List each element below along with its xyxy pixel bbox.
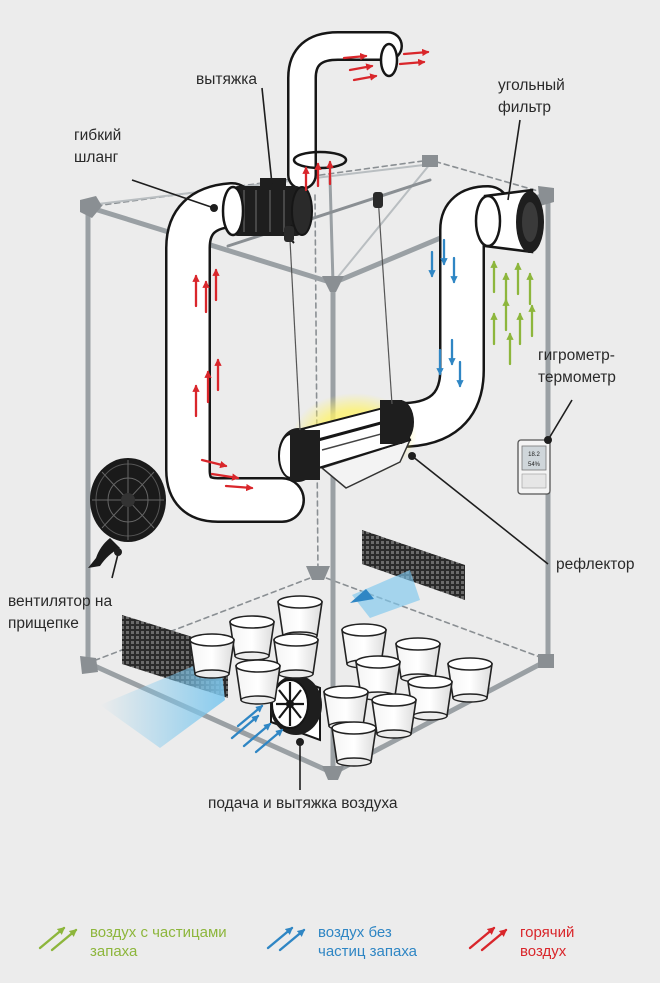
plant-pot [235, 659, 281, 705]
red-arrows-icon [468, 926, 508, 952]
callout-lines [111, 87, 573, 790]
plant-pot [277, 595, 323, 641]
plant-pot [273, 633, 319, 679]
intake-fan [270, 668, 322, 742]
legend-item-odor-air: воздух с частицами запаха [38, 924, 227, 960]
hot-air-arrow [200, 458, 228, 469]
legend-text-odor-line2: запаха [90, 943, 138, 960]
legend-text-clean-line1: воздух без [318, 924, 392, 941]
label-reflector: рефлектор [556, 556, 634, 573]
hygrometer-device: 18.2 54% [517, 439, 551, 495]
legend-item-hot-air: горячий воздух [468, 924, 574, 960]
tent-frame [80, 155, 554, 780]
plant-pot [447, 657, 493, 703]
label-clip-fan-line2: прищепке [8, 615, 79, 632]
plant-pot [229, 615, 275, 661]
legend-text-hot-line2: воздух [520, 943, 567, 960]
label-hygrometer-line2: термометр [538, 369, 616, 386]
carbon-filter [474, 188, 544, 254]
clean-air-arrow [242, 722, 272, 748]
clean-air-arrow [254, 728, 284, 754]
plant-pot [331, 721, 377, 767]
hot-air-arrow [348, 63, 374, 72]
clip-fan [88, 458, 166, 568]
hot-air-arrow [210, 472, 240, 481]
hot-air-arrow [398, 58, 426, 67]
label-flex-hose-line2: шланг [74, 149, 119, 166]
label-hygrometer-line1: гигрометр- [538, 347, 615, 364]
intake-air-flows [100, 570, 420, 748]
label-exhaust: вытяжка [196, 71, 257, 88]
label-carbon-filter-line2: фильтр [498, 99, 551, 116]
hot-air-arrow [402, 48, 430, 57]
legend-text-hot-line1: горячий [520, 924, 574, 941]
device-reading-2: 54% [528, 462, 541, 468]
device-reading-1: 18.2 [528, 452, 540, 458]
plant-pot [189, 633, 235, 679]
inline-exhaust-fan [221, 178, 313, 244]
label-clip-fan-line1: вентилятор на [8, 593, 112, 610]
label-flex-hose-line1: гибкий [74, 127, 121, 144]
hot-air-arrow [224, 483, 254, 492]
callout-dots [114, 204, 552, 746]
airflow-arrows [192, 48, 536, 754]
label-carbon-filter-line1: угольный [498, 77, 565, 94]
green-arrows-icon [38, 926, 78, 952]
clean-air-arrow [236, 704, 264, 728]
legend: воздух с частицами запаха воздух без час… [38, 924, 574, 960]
plant-pot [371, 693, 417, 739]
legend-text-clean-line2: частиц запаха [318, 943, 418, 960]
cooltube-lamp [278, 192, 417, 489]
hot-air-arrow [342, 52, 368, 61]
label-intake-exhaust: подача и вытяжка воздуха [208, 795, 398, 812]
ducting [165, 31, 511, 523]
legend-item-clean-air: воздух без частиц запаха [266, 924, 418, 960]
clean-air-arrow [230, 714, 260, 740]
blue-arrows-icon [266, 926, 306, 952]
hot-air-arrow [352, 73, 378, 82]
plant-pots [189, 595, 493, 767]
legend-text-odor-line1: воздух с частицами [90, 924, 227, 941]
